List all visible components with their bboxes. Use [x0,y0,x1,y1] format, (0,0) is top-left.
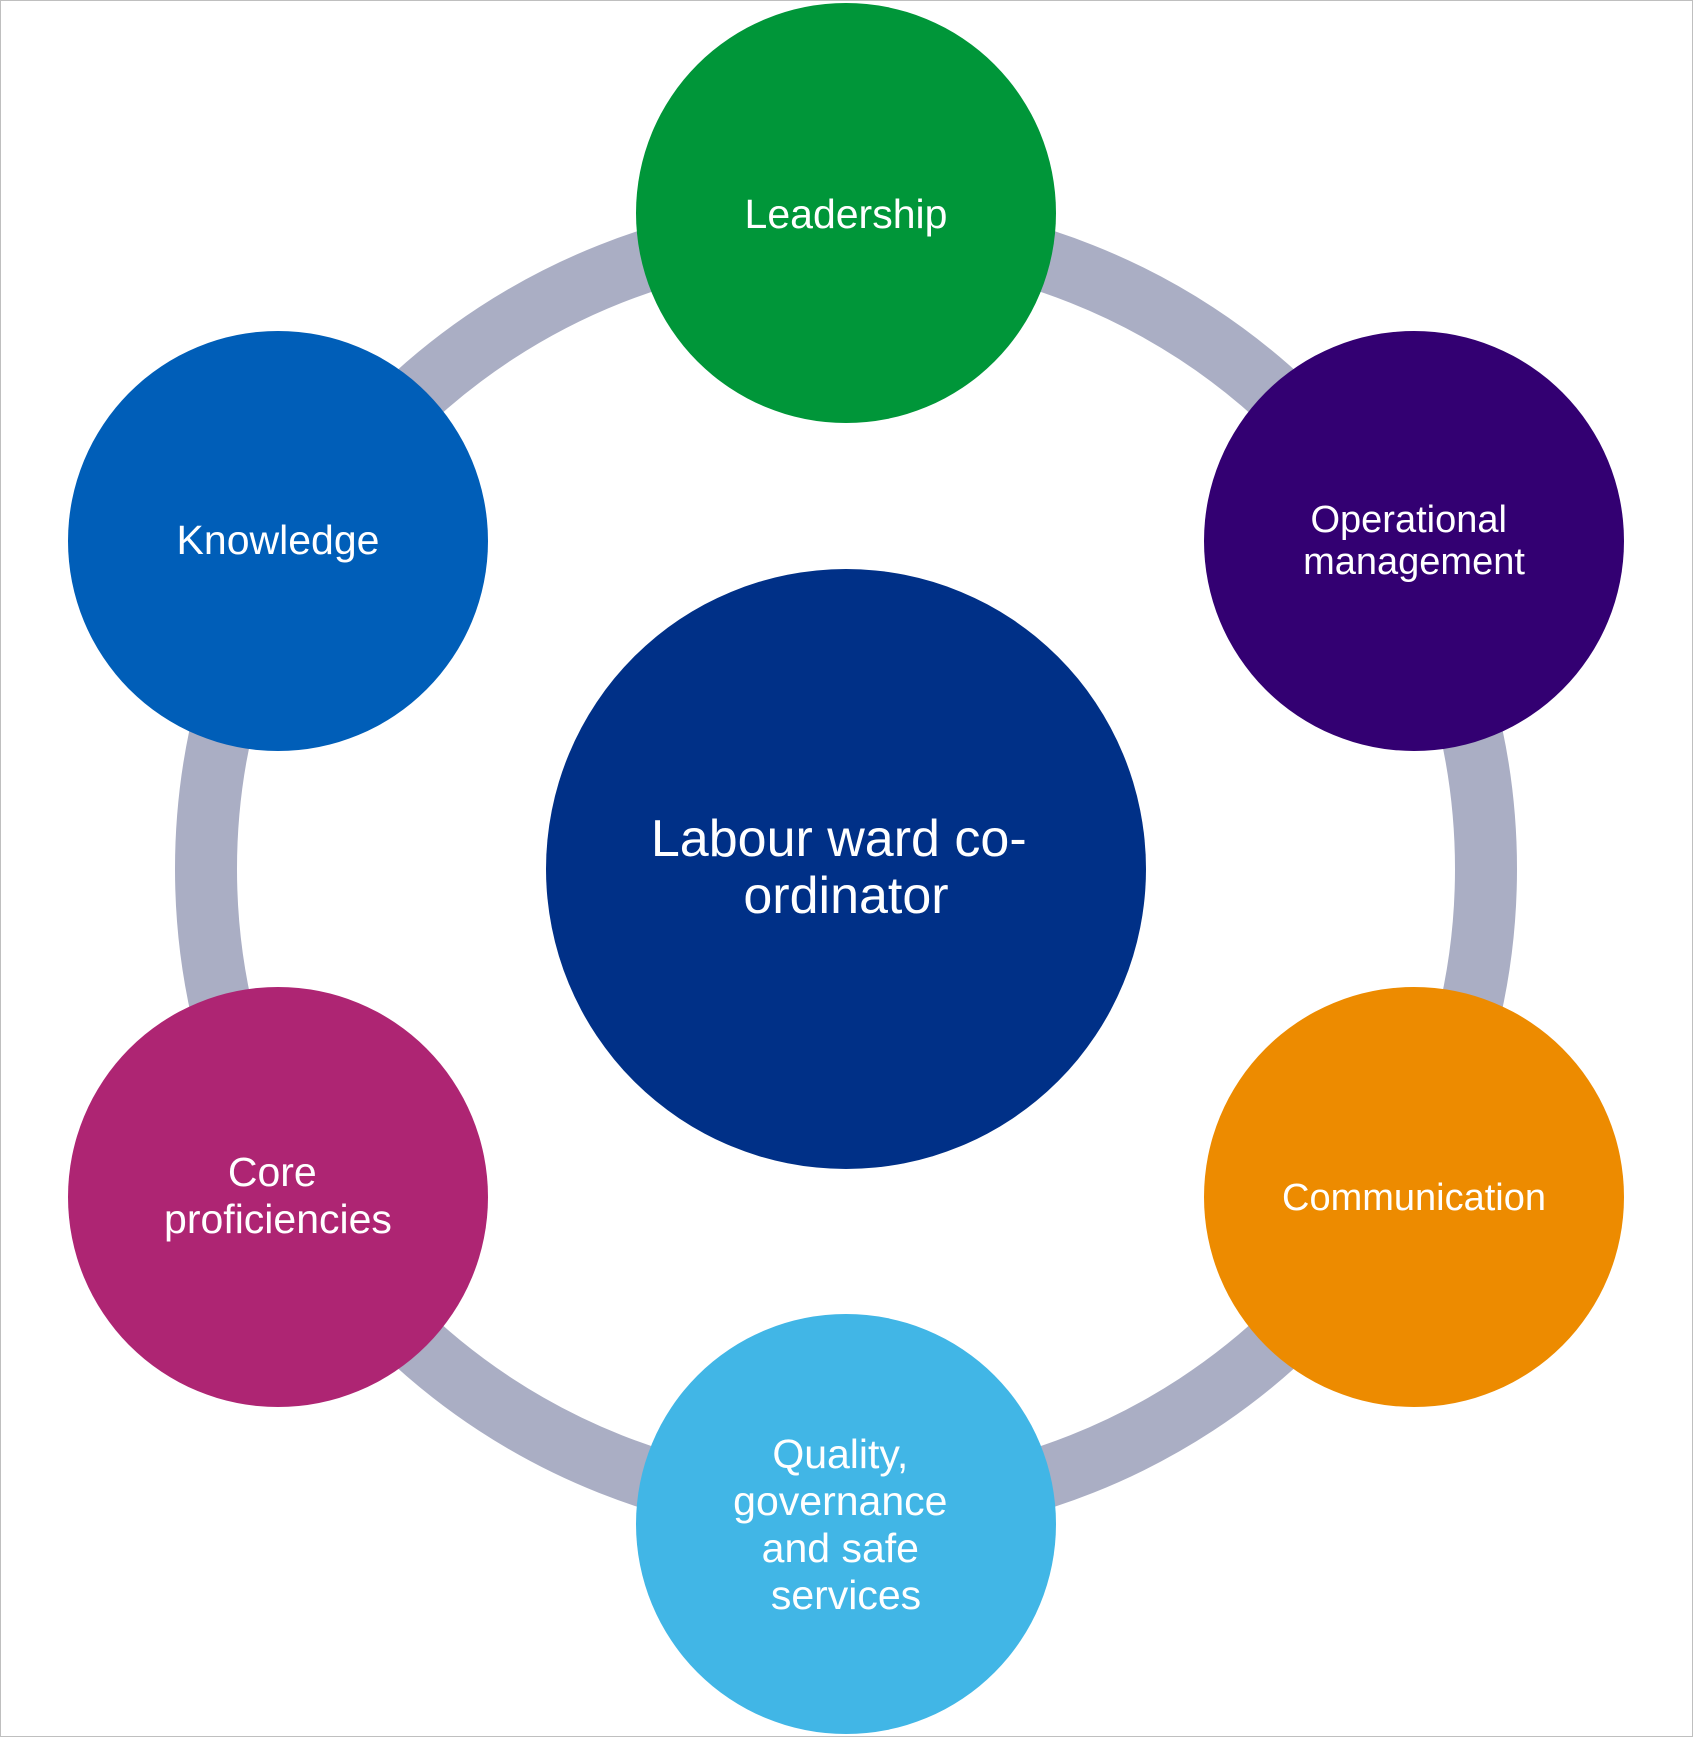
center-circle [546,569,1146,1169]
node-label-line: proficiencies [164,1196,392,1242]
node-label-line: Quality, [772,1431,908,1477]
node-core-proficiencies: Core proficiencies [68,987,488,1407]
node-circle [68,331,488,751]
node-label-line: Core [228,1149,317,1195]
node-label: Leadership [745,191,948,237]
node-operational-management: Operational management [1204,331,1624,751]
node-circle [636,3,1056,423]
node-label: Knowledge [177,517,380,563]
center-label: Labour ward co- ordinator [651,810,1041,925]
node-label-line: governance [733,1478,947,1524]
node-label-line: Communication [1282,1177,1546,1219]
node-circle [1204,987,1624,1407]
node-label-line: Leadership [745,191,948,237]
node-quality-governance: Quality, governance and safe services [636,1314,1056,1734]
node-circle [68,987,488,1407]
node-label: Core proficiencies [164,1149,392,1242]
node-label-line: Operational [1310,499,1506,541]
center-label-line: Labour ward co- [651,810,1027,868]
node-label: Operational management [1303,499,1525,583]
node-circle [1204,331,1624,751]
node-label-line: services [771,1572,921,1618]
node-leadership: Leadership [636,3,1056,423]
node-label: Quality, governance and safe services [733,1431,959,1618]
node-label: Communication [1282,1177,1546,1219]
node-communication: Communication [1204,987,1624,1407]
node-label-line: management [1303,541,1525,583]
node-knowledge: Knowledge [68,331,488,751]
node-label-line: Knowledge [177,517,380,563]
center-label-line: ordinator [743,867,948,925]
node-label-line: and safe [762,1525,919,1571]
node-circle [636,1314,1056,1734]
